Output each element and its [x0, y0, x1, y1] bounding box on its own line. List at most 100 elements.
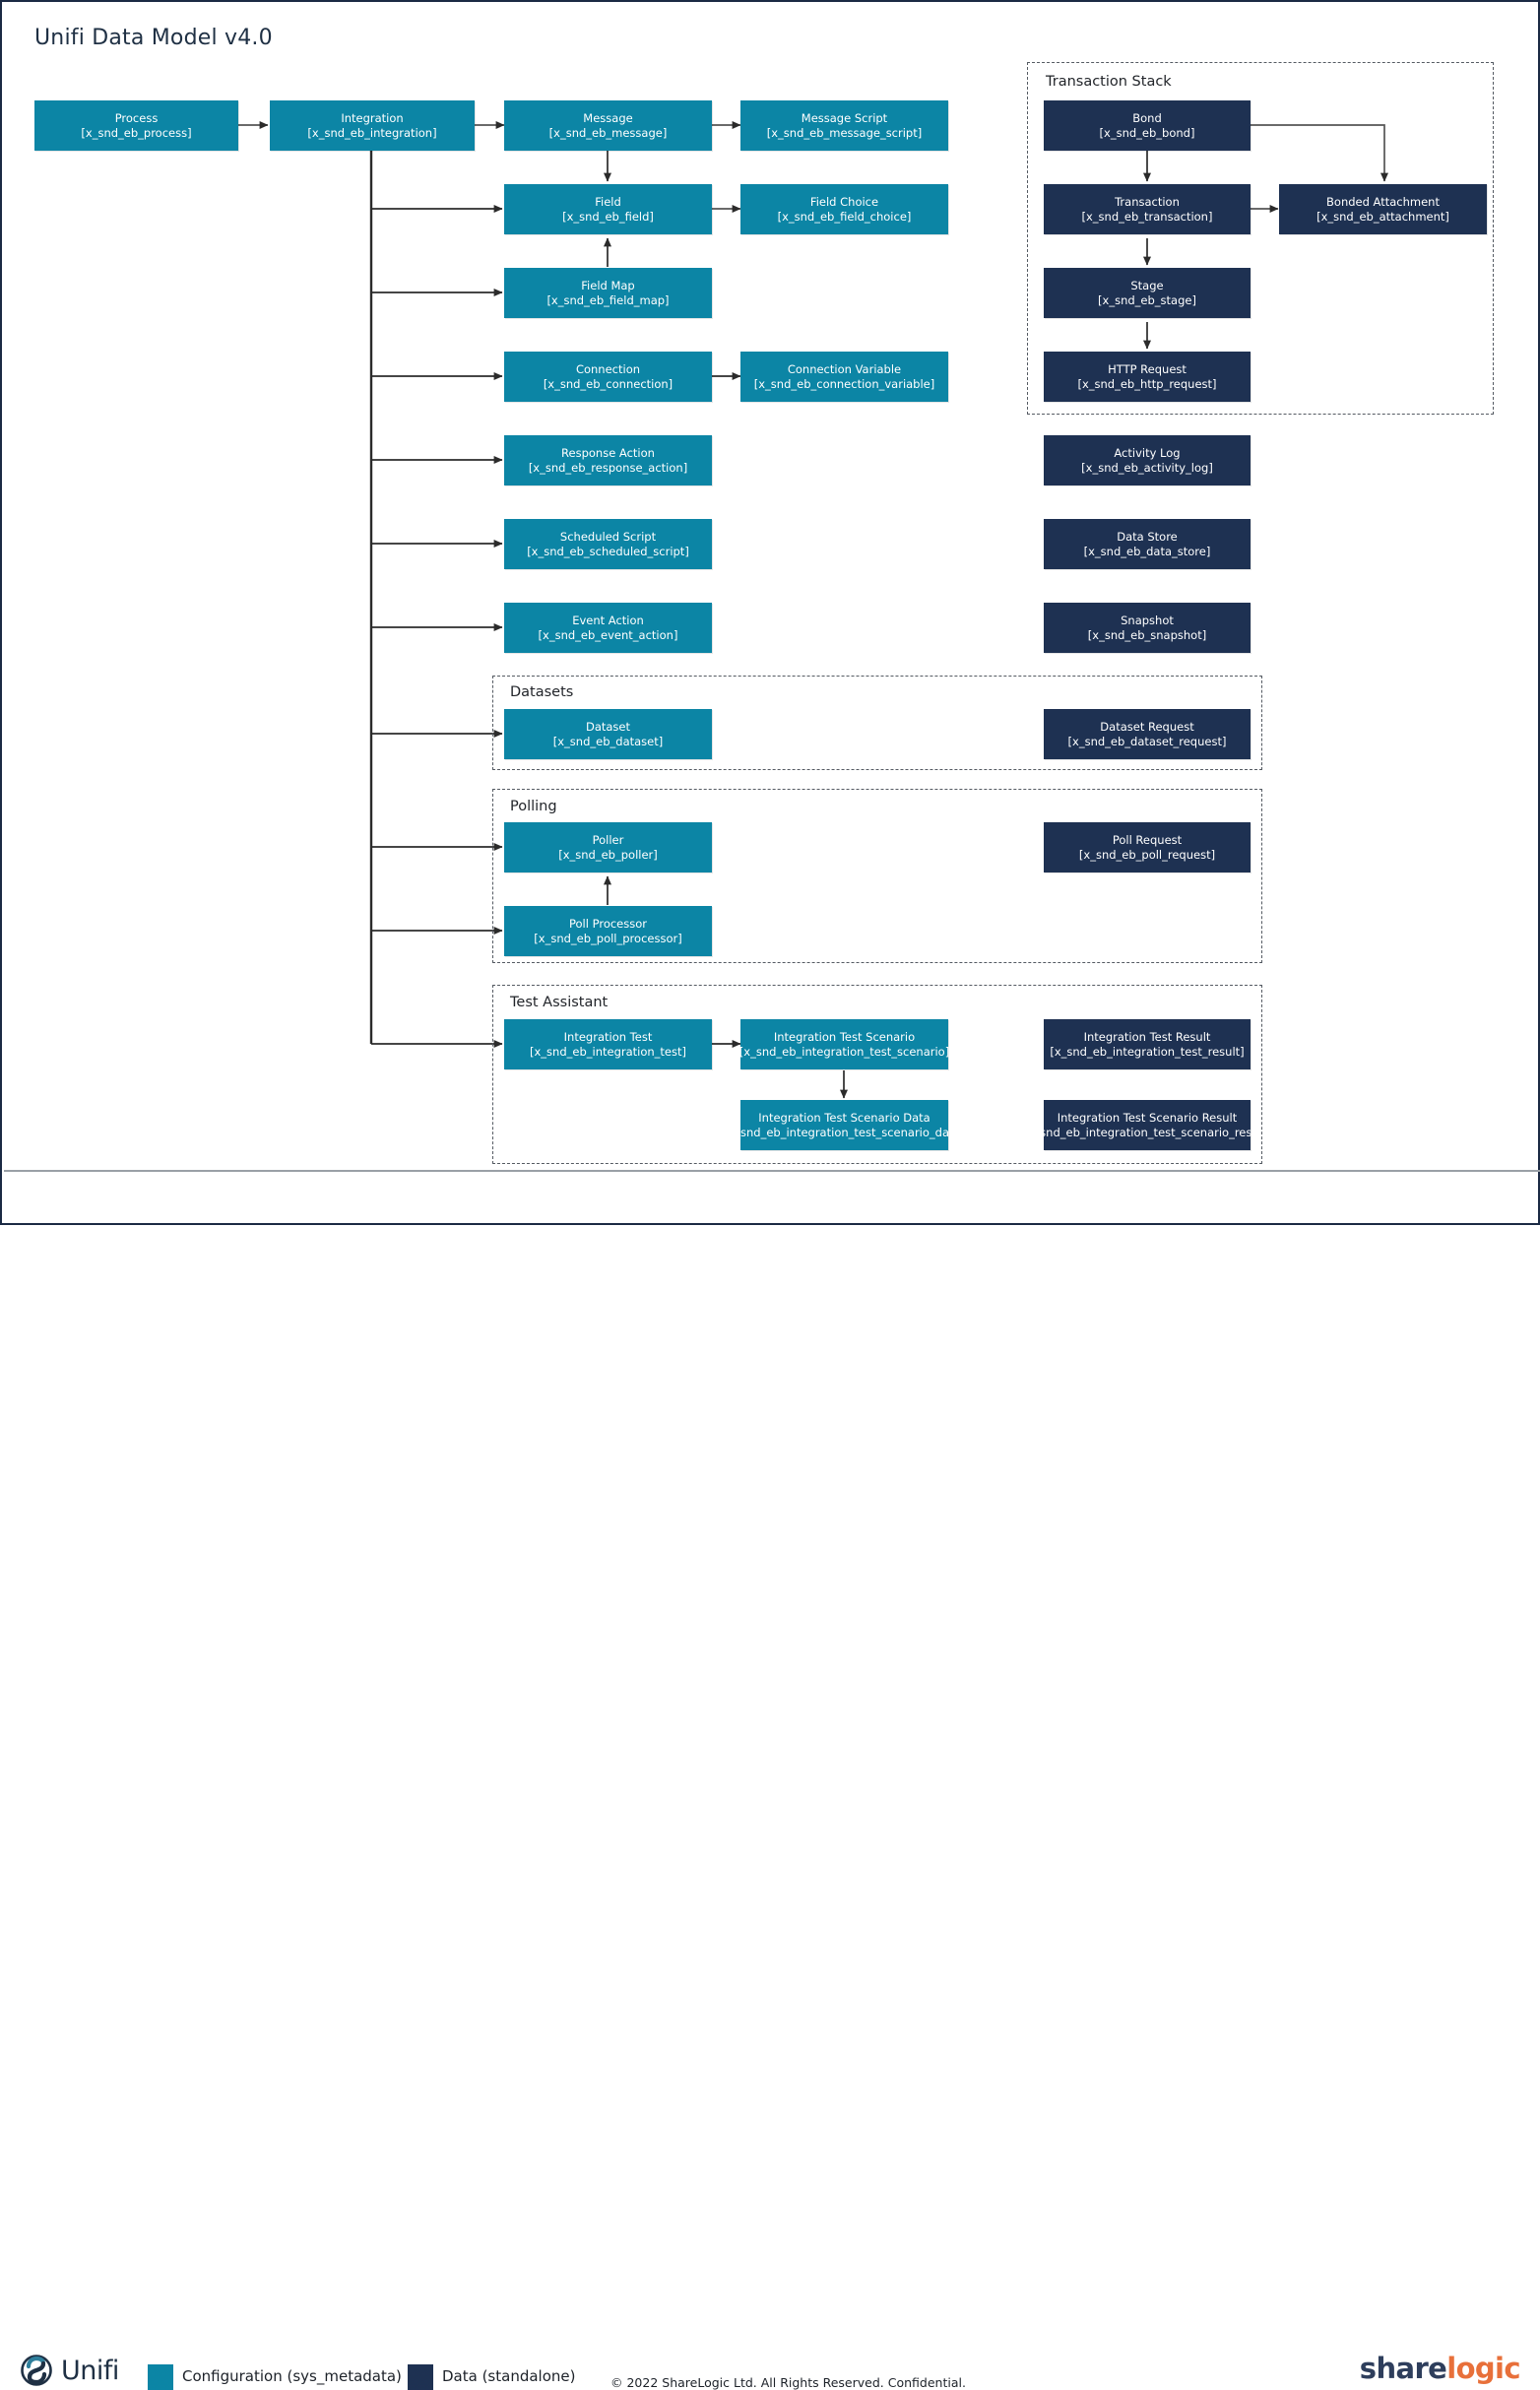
entity-integration-test-result[interactable]: Integration Test Result [x_snd_eb_integr… — [1044, 1019, 1251, 1069]
entity-name: Transaction — [1115, 194, 1180, 209]
entity-response-action[interactable]: Response Action [x_snd_eb_response_actio… — [504, 435, 712, 485]
group-transaction-stack — [1027, 62, 1494, 415]
entity-name: Integration Test Scenario Result — [1057, 1110, 1238, 1125]
entity-name: Poller — [592, 832, 624, 847]
entity-field-choice[interactable]: Field Choice [x_snd_eb_field_choice] — [740, 184, 948, 234]
entity-table: [x_snd_eb_bond] — [1099, 125, 1195, 140]
entity-name: Data Store — [1117, 529, 1178, 544]
entity-name: Message Script — [801, 110, 888, 125]
entity-table: [x_snd_eb_process] — [81, 125, 192, 140]
group-datasets — [492, 676, 1262, 770]
entity-table: [x_snd_eb_poller] — [558, 847, 658, 862]
entity-table: [x_snd_eb_message_script] — [766, 125, 923, 140]
legend-label-data: Data (standalone) — [442, 2367, 576, 2385]
entity-table: [x_snd_eb_poll_request] — [1078, 847, 1216, 862]
group-label-polling: Polling — [506, 799, 561, 814]
entity-table: [x_snd_eb_response_action] — [528, 460, 688, 475]
entity-scheduled-script[interactable]: Scheduled Script [x_snd_eb_scheduled_scr… — [504, 519, 712, 569]
entity-connection[interactable]: Connection [x_snd_eb_connection] — [504, 352, 712, 402]
entity-field[interactable]: Field [x_snd_eb_field] — [504, 184, 712, 234]
entity-process[interactable]: Process [x_snd_eb_process] — [34, 100, 238, 151]
footer-divider — [4, 1170, 1540, 1172]
entity-name: Integration Test Scenario — [773, 1029, 916, 1044]
entity-name: Field Choice — [809, 194, 879, 209]
entity-integration[interactable]: Integration [x_snd_eb_integration] — [270, 100, 475, 151]
entity-event-action[interactable]: Event Action [x_snd_eb_event_action] — [504, 603, 712, 653]
entity-table: [x_snd_eb_integration_test_scenario] — [738, 1044, 950, 1059]
entity-integration-test-scenario-result[interactable]: Integration Test Scenario Result [x_snd_… — [1023, 1100, 1271, 1150]
entity-name: Integration Test Result — [1083, 1029, 1211, 1044]
entity-table: [x_snd_eb_message] — [548, 125, 668, 140]
entity-name: Bonded Attachment — [1326, 194, 1440, 209]
entity-stage[interactable]: Stage [x_snd_eb_stage] — [1044, 268, 1251, 318]
page-title: Unifi Data Model v4.0 — [34, 26, 273, 50]
entity-name: Connection — [575, 361, 641, 376]
entity-poll-processor[interactable]: Poll Processor [x_snd_eb_poll_processor] — [504, 906, 712, 956]
entity-table: [x_snd_eb_dataset] — [552, 734, 664, 748]
entity-name: Snapshot — [1121, 613, 1174, 627]
entity-table: [x_snd_eb_connection] — [543, 376, 674, 391]
entity-name: Stage — [1130, 278, 1164, 292]
copyright-notice: © 2022 ShareLogic Ltd. All Rights Reserv… — [610, 2375, 966, 2390]
entity-table: [x_snd_eb_attachment] — [1316, 209, 1449, 224]
entity-poller[interactable]: Poller [x_snd_eb_poller] — [504, 822, 712, 872]
entity-integration-test-scenario-data[interactable]: Integration Test Scenario Data [x_snd_eb… — [724, 1100, 965, 1150]
entity-table: [x_snd_eb_http_request] — [1077, 376, 1217, 391]
group-polling — [492, 789, 1262, 963]
entity-field-map[interactable]: Field Map [x_snd_eb_field_map] — [504, 268, 712, 318]
footer: Unifi Configuration (sys_metadata) Data … — [2, 1172, 1540, 2390]
entity-dataset[interactable]: Dataset [x_snd_eb_dataset] — [504, 709, 712, 759]
entity-bonded-attachment[interactable]: Bonded Attachment [x_snd_eb_attachment] — [1279, 184, 1487, 234]
entity-table: [x_snd_eb_stage] — [1098, 292, 1196, 307]
entity-bond[interactable]: Bond [x_snd_eb_bond] — [1044, 100, 1251, 151]
entity-poll-request[interactable]: Poll Request [x_snd_eb_poll_request] — [1044, 822, 1251, 872]
entity-name: Integration — [341, 110, 404, 125]
entity-table: [x_snd_eb_integration_test_scenario_data… — [723, 1125, 966, 1139]
entity-name: Response Action — [561, 445, 655, 460]
entity-table: [x_snd_eb_scheduled_script] — [527, 544, 689, 558]
entity-name: Dataset — [585, 719, 631, 734]
entity-activity-log[interactable]: Activity Log [x_snd_eb_activity_log] — [1044, 435, 1251, 485]
entity-table: [x_snd_eb_field] — [562, 209, 654, 224]
entity-name: Event Action — [572, 613, 644, 627]
entity-name: Dataset Request — [1100, 719, 1194, 734]
group-label-test-assistant: Test Assistant — [506, 995, 612, 1010]
entity-name: Process — [114, 110, 159, 125]
entity-name: Scheduled Script — [559, 529, 657, 544]
entity-message-script[interactable]: Message Script [x_snd_eb_message_script] — [740, 100, 948, 151]
entity-table: [x_snd_eb_integration] — [307, 125, 437, 140]
entity-name: Bond — [1132, 110, 1162, 125]
entity-table: [x_snd_eb_event_action] — [538, 627, 678, 642]
entity-name: HTTP Request — [1108, 361, 1187, 376]
unifi-logo: Unifi — [20, 2354, 119, 2387]
entity-snapshot[interactable]: Snapshot [x_snd_eb_snapshot] — [1044, 603, 1251, 653]
legend-swatch-data — [408, 2364, 433, 2390]
entity-transaction[interactable]: Transaction [x_snd_eb_transaction] — [1044, 184, 1251, 234]
entity-integration-test-scenario[interactable]: Integration Test Scenario [x_snd_eb_inte… — [738, 1019, 950, 1069]
entity-name: Poll Processor — [569, 916, 647, 931]
entity-table: [x_snd_eb_dataset_request] — [1067, 734, 1227, 748]
entity-name: Poll Request — [1112, 832, 1183, 847]
entity-integration-test[interactable]: Integration Test [x_snd_eb_integration_t… — [504, 1019, 712, 1069]
sharelogic-share: share — [1359, 2352, 1447, 2385]
entity-table: [x_snd_eb_data_store] — [1083, 544, 1211, 558]
entity-table: [x_snd_eb_snapshot] — [1087, 627, 1207, 642]
entity-dataset-request[interactable]: Dataset Request [x_snd_eb_dataset_reques… — [1044, 709, 1251, 759]
entity-table: [x_snd_eb_integration_test_scenario_resu… — [1023, 1125, 1271, 1139]
unifi-swirl-icon — [21, 2355, 52, 2386]
entity-http-request[interactable]: HTTP Request [x_snd_eb_http_request] — [1044, 352, 1251, 402]
entity-data-store[interactable]: Data Store [x_snd_eb_data_store] — [1044, 519, 1251, 569]
entity-table: [x_snd_eb_integration_test_result] — [1050, 1044, 1245, 1059]
entity-name: Field — [595, 194, 621, 209]
entity-table: [x_snd_eb_activity_log] — [1081, 460, 1213, 475]
sharelogic-logo: sharelogic — [1359, 2352, 1521, 2385]
group-test-assistant — [492, 985, 1262, 1164]
entity-table: [x_snd_eb_field_choice] — [777, 209, 912, 224]
entity-connection-variable[interactable]: Connection Variable [x_snd_eb_connection… — [740, 352, 948, 402]
entity-table: [x_snd_eb_field_map] — [546, 292, 670, 307]
entity-message[interactable]: Message [x_snd_eb_message] — [504, 100, 712, 151]
entity-table: [x_snd_eb_poll_processor] — [534, 931, 682, 945]
group-label-transaction-stack: Transaction Stack — [1042, 74, 1176, 90]
entity-name: Field Map — [581, 278, 635, 292]
